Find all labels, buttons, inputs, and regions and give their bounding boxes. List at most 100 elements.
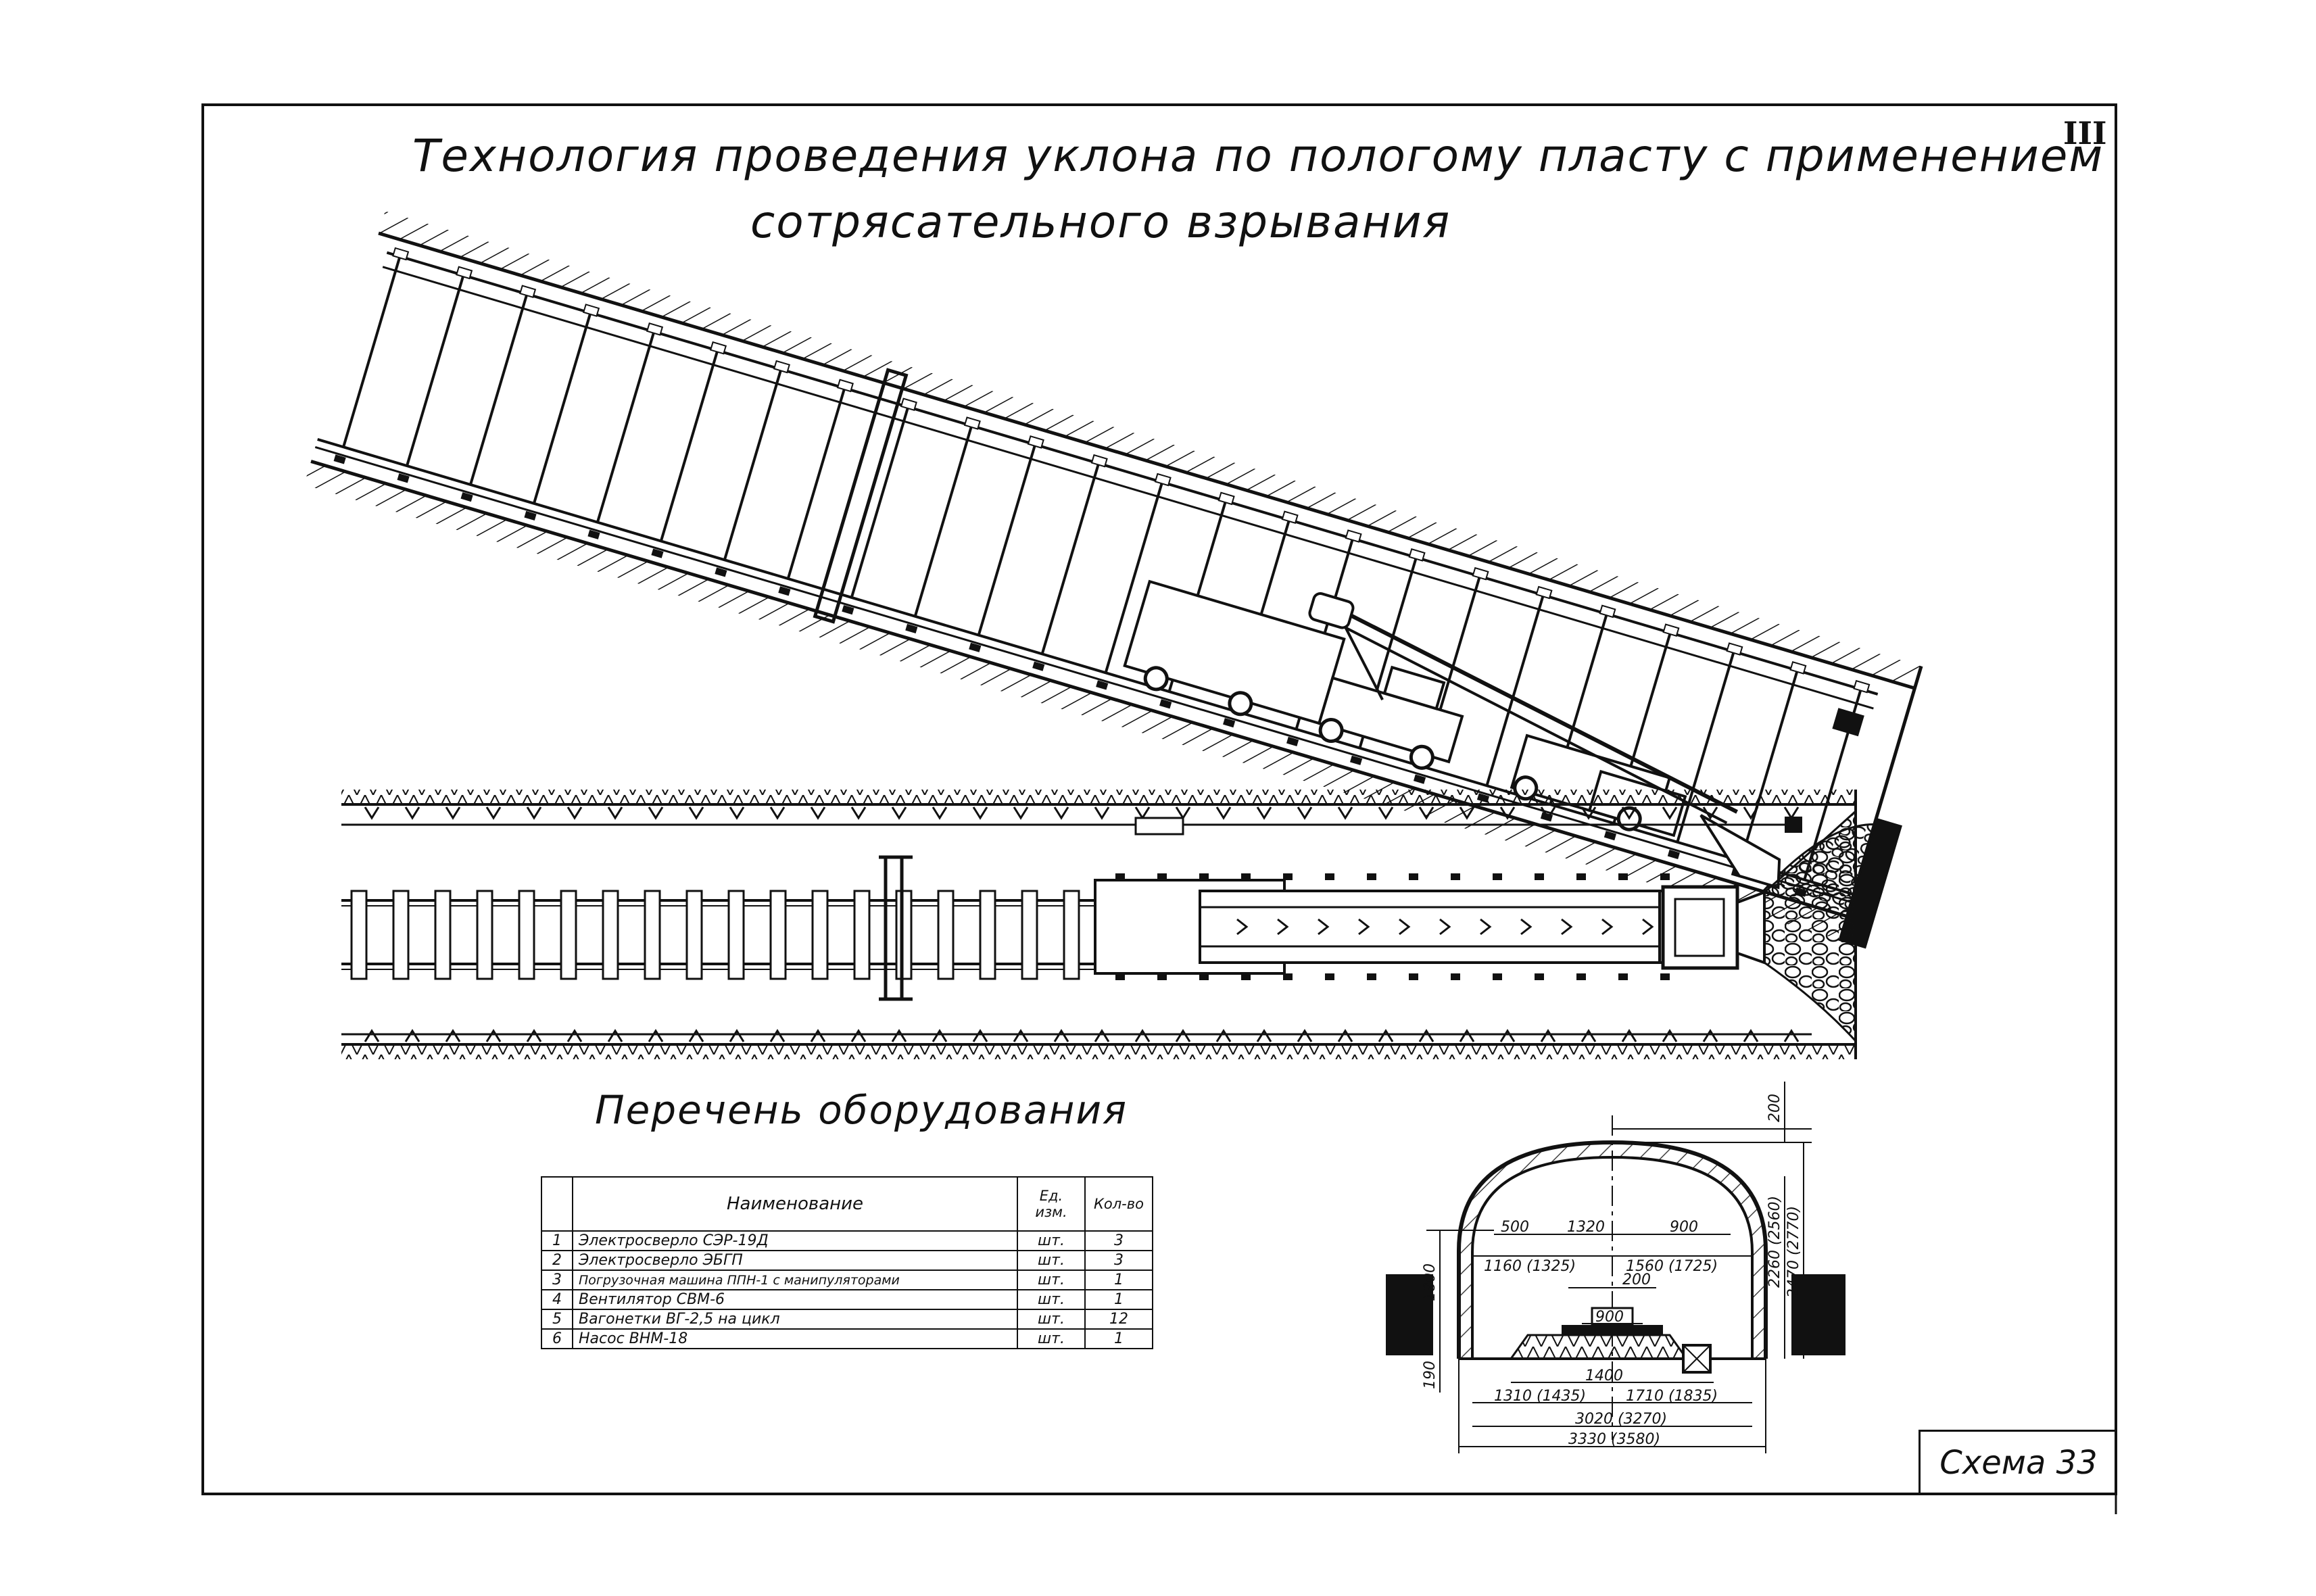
frame-post	[1134, 1029, 1151, 1042]
plan-rock-pile	[1763, 808, 1857, 1044]
rail-sleeper	[1157, 973, 1167, 980]
frame-post	[1581, 1029, 1597, 1042]
sleeper	[1032, 661, 1045, 671]
row-num: 2	[541, 1250, 573, 1271]
support-frame	[723, 368, 783, 560]
duct-outlet	[1785, 817, 1802, 833]
frame-post	[1499, 1029, 1516, 1042]
frame-cap	[1345, 529, 1362, 543]
rail-sleeper	[895, 890, 913, 980]
sleeper	[460, 492, 473, 502]
sleeper	[1413, 774, 1426, 784]
rail-sleeper	[1367, 973, 1376, 980]
sleeper	[1349, 755, 1363, 765]
frame-post	[1743, 1029, 1759, 1042]
frame-post	[850, 806, 867, 820]
row-name: Электросверло СЭР-19Д	[572, 1230, 1018, 1251]
header-unit: Ед. изм.	[1017, 1176, 1086, 1232]
support-frame	[1104, 481, 1164, 673]
frame-post	[485, 1029, 502, 1042]
frame-cap	[1599, 604, 1616, 619]
frame-cap	[836, 379, 854, 393]
row-qty: 3	[1084, 1250, 1153, 1271]
loading-machine	[1123, 579, 1781, 890]
row-name: Вентилятор СВМ-6	[572, 1289, 1018, 1310]
rail-sleeper	[1576, 973, 1586, 980]
conveyor-flight	[1358, 918, 1370, 936]
plan-wall-bottom-hatch	[341, 1044, 1856, 1059]
table-row: 5 Вагонетки ВГ-2,5 на цикл шт. 12	[541, 1309, 1153, 1330]
rail-sleeper	[476, 890, 493, 980]
row-num: 6	[541, 1328, 573, 1349]
frame-cap	[1408, 548, 1426, 562]
dim-200-mid: 200	[1622, 1272, 1651, 1288]
sheet-frame	[201, 103, 2117, 1495]
rail-sleeper	[1660, 873, 1670, 880]
rail-sleeper	[392, 890, 410, 980]
rail-sleeper	[1535, 873, 1544, 880]
row-unit: шт.	[1017, 1328, 1086, 1349]
conveyor-flight	[1561, 918, 1573, 936]
frame-post	[972, 1029, 988, 1042]
frame-cap	[646, 322, 664, 336]
frame-post	[1013, 1029, 1029, 1042]
row-qty: 1	[1084, 1328, 1153, 1349]
frame-cap	[963, 416, 981, 430]
row-qty: 1	[1084, 1289, 1153, 1310]
safety-barrier	[813, 368, 909, 624]
dim-3330: 3330 (3580)	[1568, 1431, 1660, 1448]
support-frame	[977, 444, 1037, 636]
frame-post	[1256, 806, 1272, 820]
support-frame	[533, 312, 592, 504]
equipment-list-title: Перечень оборудования	[595, 1087, 1128, 1133]
frame-cap	[519, 285, 537, 299]
dim-1160: 1160 (1325)	[1484, 1258, 1576, 1275]
ventilation-duct-outlet	[1832, 708, 1864, 737]
rail-sleeper	[1241, 973, 1251, 980]
table-row: 4 Вентилятор СВМ-6 шт. 1	[541, 1289, 1153, 1310]
frame-cap	[1281, 510, 1299, 525]
frame-cap	[1027, 435, 1044, 449]
frame-post	[1662, 1029, 1678, 1042]
frame-post	[1378, 1029, 1394, 1042]
row-unit: шт.	[1017, 1230, 1086, 1251]
dimension-lines	[1426, 1082, 1812, 1453]
dim-2470: 2470 (2770)	[1785, 1206, 1802, 1298]
rail-sleeper	[434, 890, 452, 980]
dim-1710: 1710 (1835)	[1626, 1388, 1718, 1405]
cross-section: 500 1320 900 1160 (1325) 1560 (1725) 200…	[1386, 1082, 1845, 1453]
rail-sleeper	[1063, 890, 1080, 980]
frame-post	[1215, 1029, 1232, 1042]
sleeper	[778, 586, 791, 596]
conveyor-flight	[1318, 918, 1330, 936]
row-name: Насос ВНМ-18	[572, 1328, 1018, 1349]
row-unit: шт.	[1017, 1269, 1086, 1290]
frame-post	[1378, 806, 1394, 820]
support-frame	[1676, 651, 1735, 843]
rail-sleeper	[1451, 873, 1460, 880]
rail-sleeper	[937, 890, 955, 980]
frame-post	[1337, 806, 1353, 820]
frame-post	[364, 806, 380, 820]
rail-sleeper	[1115, 973, 1125, 980]
frame-post	[1783, 1029, 1800, 1042]
sheet-number: III	[2063, 115, 2107, 151]
dim-190: 190	[1422, 1361, 1439, 1389]
frame-post	[810, 1029, 826, 1042]
frame-post	[688, 1029, 704, 1042]
sleeper	[397, 473, 410, 483]
frame-post	[607, 1029, 623, 1042]
frame-cap	[773, 360, 790, 374]
support-frames	[333, 247, 1871, 897]
conveyor-flight	[1480, 918, 1492, 936]
right-rock-shoulder	[1791, 1274, 1845, 1355]
rail-sleeper	[1021, 890, 1038, 980]
support-frame	[850, 406, 910, 598]
frame-post	[1418, 806, 1434, 820]
rail-sleeper	[769, 890, 787, 980]
roof-rock-hatch	[379, 211, 1922, 689]
frame-post	[1540, 806, 1556, 820]
rail-sleeper	[1325, 973, 1334, 980]
equipment-table: Наименование Ед. изм. Кол-во 1 Электросв…	[541, 1176, 1153, 1349]
